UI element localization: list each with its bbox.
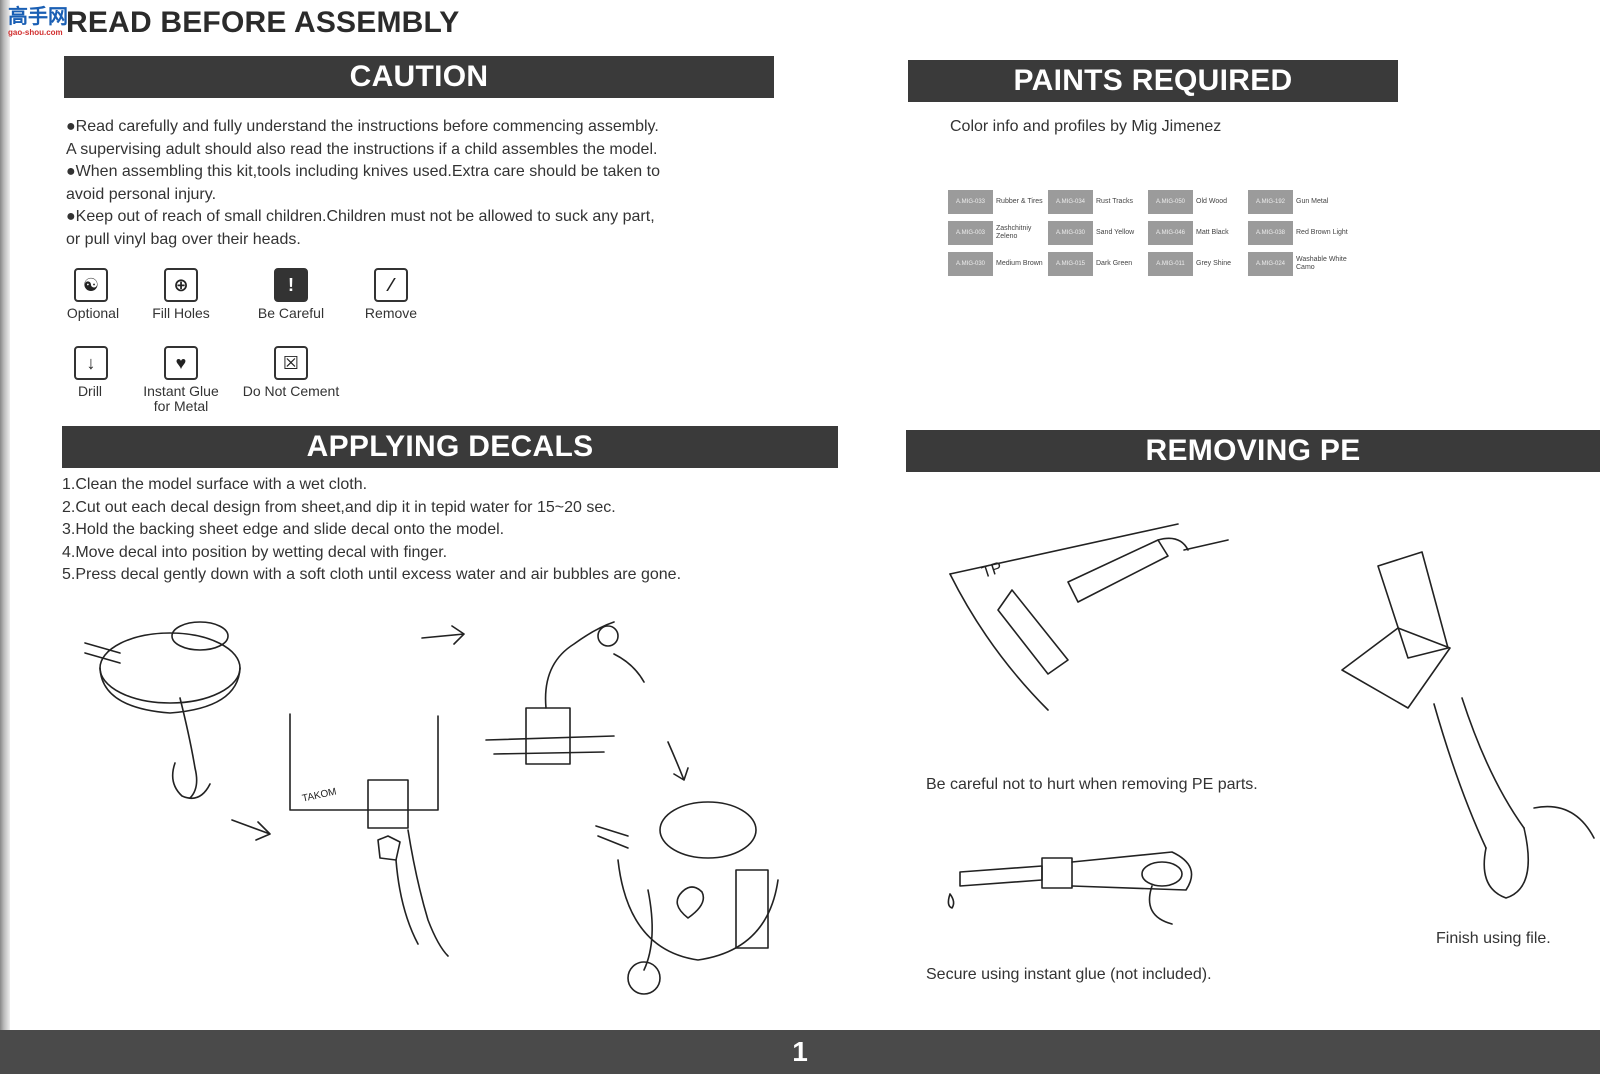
paint-code: A.MIG-192 [1248,190,1293,214]
paints-credit: Color info and profiles by Mig Jimenez [950,118,1222,135]
symbol-label: Optional [66,305,120,321]
decal-step: 5.Press decal gently down with a soft cl… [62,566,682,583]
page-title: READ BEFORE ASSEMBLY [66,6,460,39]
paint-name: Dark Green [1096,260,1133,267]
paint-name: Washable White Camo [1296,256,1347,271]
paint-code: A.MIG-024 [1248,252,1293,276]
caution-line: ●Read carefully and fully understand the… [66,118,659,135]
paint-name: Sand Yellow [1096,229,1135,236]
paint-name: Matt Black [1196,229,1229,236]
paint-code: A.MIG-030 [1048,221,1093,245]
symbol-label: Fill Holes [152,305,210,321]
arrow-right-icon [231,819,271,841]
crossed-box-icon: ☒ [274,346,308,380]
fill-holes-icon: ⊕ [164,268,198,302]
drill-icon: ↓ [74,346,108,380]
symbol-instant-glue: ♥ [164,346,198,380]
pe-caption-file: Finish using file. [1436,930,1551,947]
symbol-fill-holes: ⊕ [164,268,198,302]
decal-step: 4.Move decal into position by wetting de… [62,543,448,561]
paint-code: A.MIG-033 [948,190,993,214]
symbol-label: Drill [77,383,103,399]
paint-code: A.MIG-034 [1048,190,1093,214]
paint-code: A.MIG-030 [948,252,993,276]
caution-line: ●When assembling this kit,tools includin… [66,163,660,180]
pe-heading: REMOVING PE [906,430,1600,472]
pe-file-illustration [1341,551,1595,899]
symbol-do-not-cement: ☒ [274,346,308,380]
paint-name: Red Brown Light [1296,229,1348,236]
pe-cutting-illustration [949,523,1229,711]
caution-heading: CAUTION [64,56,774,98]
pe-caption-glue: Secure using instant glue (not included)… [926,966,1212,983]
paint-name: Old Wood [1196,198,1227,205]
paint-code: A.MIG-050 [1148,190,1193,214]
paint-name: Rust Tracks [1096,198,1133,205]
symbol-drill: ↓ [74,346,108,380]
decal-cutting-illustration [289,713,449,957]
pe-caption-careful: Be careful not to hurt when removing PE … [926,776,1258,793]
symbol-remove: ⁄ [374,268,408,302]
paint-name: Medium Brown [996,260,1043,267]
paint-code: A.MIG-003 [948,221,993,245]
paints-heading: PAINTS REQUIRED [908,60,1398,102]
exclamation-icon: ! [274,268,308,302]
arrow-down-icon [667,741,689,781]
caution-line: A supervising adult should also read the… [66,140,658,158]
paint-name: Zashchitniy Zeleno [996,225,1032,240]
glue-bottle-illustration [947,851,1193,925]
broken-heart-icon: ♥ [164,346,198,380]
site-logo-subtext: gao-shou.com [8,28,63,37]
site-logo-text: 高手网 [8,6,68,28]
paint-code: A.MIG-011 [1148,252,1193,276]
paint-code: A.MIG-046 [1148,221,1193,245]
knife-cut-icon: ⁄ [374,268,408,302]
symbol-label: Be Careful [257,305,325,321]
symbol-label: Instant Glue for Metal [143,383,219,414]
site-logo: 高手网 gao-shou.com [8,6,70,40]
caution-line: or pull vinyl bag over their heads. [66,230,301,248]
symbol-label: Do Not Cement [242,383,340,399]
decal-dipping-illustration [485,621,645,765]
decal-steps: 1.Clean the model surface with a wet clo… [62,474,862,587]
turret-press-illustration [595,801,779,995]
symbol-optional: ☯ [74,268,108,302]
decal-step: 2.Cut out each decal design from sheet,a… [62,498,616,516]
decals-heading: APPLYING DECALS [62,426,838,468]
paint-name: Rubber & Tires [996,198,1043,205]
caution-line: avoid personal injury. [66,185,217,203]
turret-wipe-illustration [84,621,241,800]
page-number: 1 [792,1036,808,1067]
page-binding-edge [0,0,10,1074]
paint-code: A.MIG-015 [1048,252,1093,276]
page-footer: 1 [0,1030,1600,1074]
caution-text: ●Read carefully and fully understand the… [66,116,786,251]
paint-name: Gun Metal [1296,198,1329,205]
paint-code: A.MIG-038 [1248,221,1293,245]
paint-name: Grey Shine [1196,260,1232,267]
decal-step: 3.Hold the backing sheet edge and slide … [62,521,505,538]
symbol-label: Remove [364,305,418,321]
caution-line: ●Keep out of reach of small children.Chi… [66,208,655,225]
symbol-be-careful: ! [274,268,308,302]
yin-yang-icon: ☯ [74,268,108,302]
arrow-right-icon [421,625,465,645]
decal-step: 1.Clean the model surface with a wet clo… [62,476,368,493]
